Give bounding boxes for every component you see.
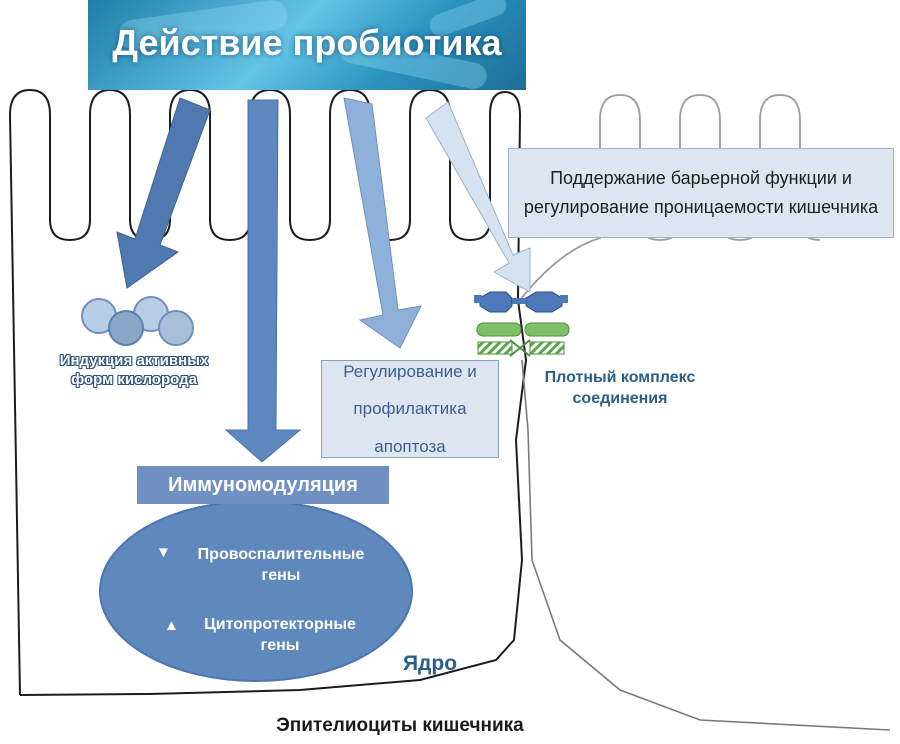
immunomodulation-label: Иммуномодуляция <box>168 473 358 496</box>
page-title: Действие пробиотика <box>112 22 502 63</box>
ros-line-2: форм кислорода <box>71 370 197 388</box>
apoptosis-line-2: профилактика апоптоза <box>353 399 467 456</box>
proinflammatory-line-2: гены <box>261 566 301 584</box>
tight-junction-line-1: Плотный комплекс <box>544 369 696 386</box>
barrier-line-2: регулирование проницаемости кишечника <box>523 197 879 217</box>
ros-line-1: Индукция активных <box>59 352 209 369</box>
apoptosis-line-1: Регулирование и <box>343 361 477 381</box>
ros-label: Индукция активных форм кислорода <box>48 352 220 390</box>
apoptosis-arrow <box>343 97 422 349</box>
cytoprotective-genes-label: Цитопротекторные гены <box>180 615 380 657</box>
proinflammatory-genes-label: Провоспалительные гены <box>176 545 386 587</box>
ros-arrow <box>116 97 211 289</box>
proinflammatory-line-1: Провоспалительные <box>197 546 365 563</box>
cytoprotective-line-2: гены <box>260 636 300 654</box>
epithelial-cell-outline <box>8 88 528 696</box>
up-arrow-icon: ▲ <box>164 617 179 634</box>
tight-junction-line-2: соединения <box>572 389 668 407</box>
barrier-arrow <box>425 101 531 293</box>
tight-junction-label: Плотный комплекс соединения <box>520 368 720 410</box>
barrier-line-1: Поддержание барьерной функции и <box>550 168 852 189</box>
cytoprotective-line-1: Цитопротекторные <box>204 616 356 633</box>
immunomodulation-arrow <box>224 99 302 463</box>
neighbor-cell-edge <box>521 359 891 731</box>
ros-spheres <box>81 296 194 346</box>
immunomodulation-box: Иммуномодуляция <box>137 466 389 504</box>
title-banner: Действие пробиотика <box>88 0 526 90</box>
footer-caption: Эпителиоциты кишечника <box>276 715 524 736</box>
nucleus-label: Ядро <box>402 652 458 675</box>
tight-junction-proteins <box>474 291 570 357</box>
down-arrow-icon: ▼ <box>156 544 171 561</box>
neighbor-cell-outline <box>519 94 821 301</box>
apoptosis-box: Регулирование и профилактика апоптоза <box>321 360 499 458</box>
barrier-function-box: Поддержание барьерной функции и регулиро… <box>508 148 894 238</box>
